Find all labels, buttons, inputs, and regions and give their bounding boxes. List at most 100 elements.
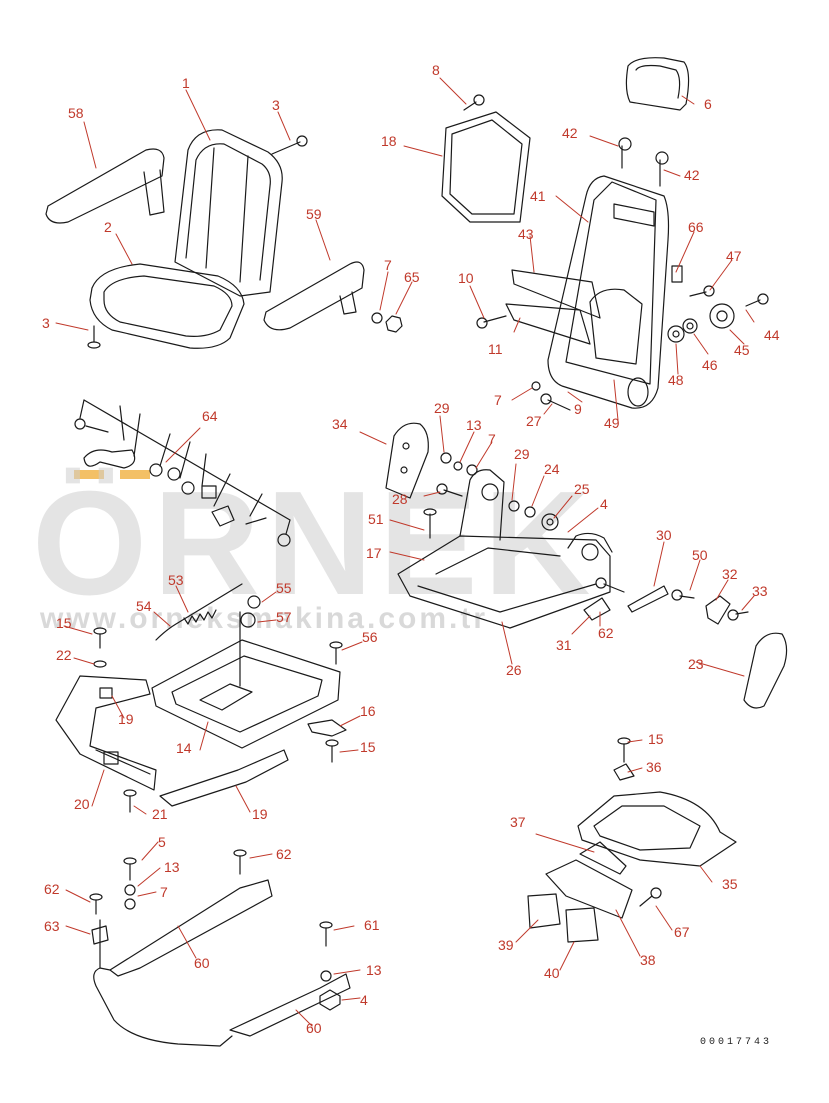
washer-icon (372, 313, 382, 323)
bolt-icon (746, 294, 768, 306)
callout-13: 13 (164, 859, 180, 875)
fastener-kit-part (75, 400, 290, 546)
callout-39: 39 (498, 937, 514, 953)
bracket-part (528, 894, 560, 928)
bolt-icon (330, 642, 342, 664)
callout-16: 16 (360, 703, 376, 719)
lumbar-panel-part (590, 289, 642, 364)
spring-part (156, 584, 242, 640)
bolt-icon (124, 858, 136, 880)
callout-36: 36 (646, 759, 662, 775)
callout-41: 41 (530, 188, 546, 204)
plate-part (584, 598, 610, 620)
callout-19: 19 (118, 711, 134, 727)
callout-49: 49 (604, 415, 620, 431)
callout-24: 24 (544, 461, 560, 477)
callout-63: 63 (44, 918, 60, 934)
bearing-icon (668, 326, 684, 342)
rail-part (160, 750, 288, 806)
side-bracket-part (386, 423, 428, 498)
callout-50: 50 (692, 547, 708, 563)
clip-icon (672, 266, 682, 282)
callout-59: 59 (306, 206, 322, 222)
callout-35: 35 (722, 876, 738, 892)
callout-28: 28 (392, 491, 408, 507)
callout-60: 60 (306, 1020, 322, 1036)
callout-18: 18 (381, 133, 397, 149)
callout-4: 4 (600, 496, 608, 512)
callout-56: 56 (362, 629, 378, 645)
callout-3: 3 (272, 97, 280, 113)
callout-57: 57 (276, 609, 292, 625)
callout-29: 29 (514, 446, 530, 462)
callout-21: 21 (152, 806, 168, 822)
callout-58: 58 (68, 105, 84, 121)
clip-icon (92, 926, 108, 944)
armrest-right-part (264, 262, 364, 330)
callout-20: 20 (74, 796, 90, 812)
callout-33: 33 (752, 583, 768, 599)
callout-65: 65 (404, 269, 420, 285)
lever-part (628, 586, 668, 612)
seat-cushion-part (90, 264, 244, 348)
callout-62: 62 (276, 846, 292, 862)
callout-7: 7 (494, 392, 502, 408)
watermark-url: www.orneksmakina.com.tr (40, 602, 489, 635)
callout-9: 9 (574, 401, 582, 417)
bolt-icon (424, 509, 436, 538)
callout-10: 10 (458, 270, 474, 286)
bolt-icon (464, 95, 484, 110)
bolt-icon (124, 790, 136, 812)
sprocket-icon (542, 514, 558, 530)
callout-61: 61 (364, 917, 380, 933)
callout-22: 22 (56, 647, 72, 663)
seat-back-part (175, 130, 282, 296)
base-pan-part (578, 792, 736, 866)
washer-icon (467, 465, 477, 475)
bolt-icon (690, 286, 714, 296)
headrest-pins (622, 146, 660, 186)
bolt-icon (234, 850, 246, 874)
callout-15: 15 (56, 615, 72, 631)
callout-31: 31 (556, 637, 572, 653)
callout-23: 23 (688, 656, 704, 672)
callout-13: 13 (366, 962, 382, 978)
callout-6: 6 (704, 96, 712, 112)
callout-48: 48 (668, 372, 684, 388)
bolt-icon (272, 136, 307, 154)
bracket-part (506, 270, 600, 344)
armrest-left-part (46, 149, 164, 223)
callout-66: 66 (688, 219, 704, 235)
callout-62: 62 (44, 881, 60, 897)
callout-7: 7 (160, 884, 168, 900)
callout-11: 11 (488, 341, 503, 357)
bolt-icon (640, 888, 661, 906)
washer-icon (241, 613, 255, 627)
nut-icon (386, 316, 402, 332)
clip-part (308, 720, 346, 736)
callout-26: 26 (506, 662, 522, 678)
slide-rail-part (94, 880, 350, 1046)
callout-30: 30 (656, 527, 672, 543)
callout-7: 7 (384, 257, 392, 273)
callout-4: 4 (360, 992, 368, 1008)
callout-25: 25 (574, 481, 590, 497)
callout-43: 43 (518, 226, 534, 242)
callout-19: 19 (252, 806, 268, 822)
bolt-icon (728, 610, 748, 620)
bushing-icon (619, 138, 631, 150)
bolt-icon (672, 590, 694, 600)
bolt-icon (618, 738, 630, 762)
document-number: 00017743 (700, 1037, 773, 1048)
callout-17: 17 (366, 545, 382, 561)
callout-60: 60 (194, 955, 210, 971)
callout-53: 53 (168, 572, 184, 588)
callout-62: 62 (598, 625, 614, 641)
headrest-part (626, 58, 688, 110)
side-cover-part (744, 633, 787, 708)
callout-14: 14 (176, 740, 192, 756)
callout-55: 55 (276, 580, 292, 596)
washer-icon (125, 885, 135, 895)
nut-icon (320, 990, 340, 1010)
